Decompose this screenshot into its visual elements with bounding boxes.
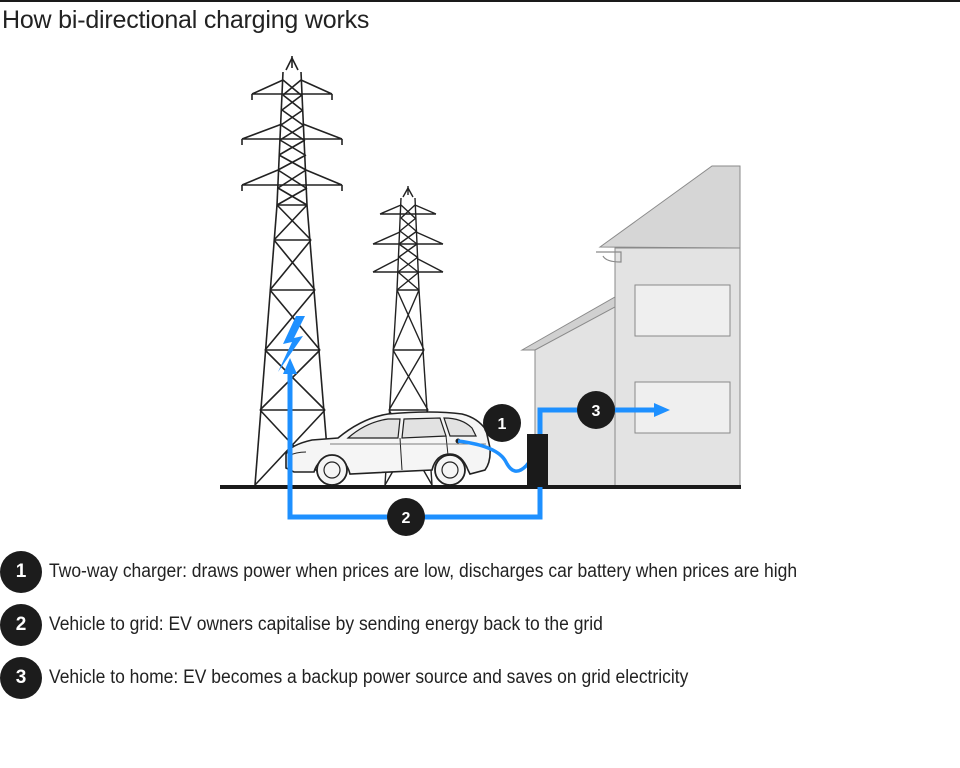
legend-text: Vehicle to grid: EV owners capitalise by… <box>49 614 603 635</box>
vehicle-to-home-flow <box>537 407 656 440</box>
home-arrow-head <box>654 403 670 417</box>
badge-vehicle-to-grid: 2 <box>387 498 425 536</box>
legend-number-badge: 2 <box>0 604 42 646</box>
electricity-pylon-icon <box>372 186 444 486</box>
house-icon <box>520 165 741 488</box>
svg-text:3: 3 <box>592 403 601 420</box>
lightning-bolt-icon <box>278 316 305 372</box>
legend-text: Two-way charger: draws power when prices… <box>49 561 798 582</box>
top-rule <box>0 0 960 2</box>
legend-number-badge: 3 <box>0 657 42 699</box>
car-icon <box>285 411 491 486</box>
legend-item: 2 Vehicle to grid: EV owners capitalise … <box>0 603 651 647</box>
badge-charger: 1 <box>483 404 521 442</box>
legend-item: 1 Two-way charger: draws power when pric… <box>0 550 862 594</box>
grid-arrow-head <box>283 358 297 374</box>
legend-number-badge: 1 <box>0 551 42 593</box>
legend-item: 3 Vehicle to home: EV becomes a backup p… <box>0 656 744 700</box>
svg-text:1: 1 <box>498 416 507 433</box>
charger-icon <box>527 434 548 487</box>
badge-vehicle-to-home: 3 <box>577 391 615 429</box>
svg-text:2: 2 <box>402 510 411 527</box>
page-title: How bi-directional charging works <box>2 6 370 34</box>
legend-text: Vehicle to home: EV becomes a backup pow… <box>49 667 689 688</box>
